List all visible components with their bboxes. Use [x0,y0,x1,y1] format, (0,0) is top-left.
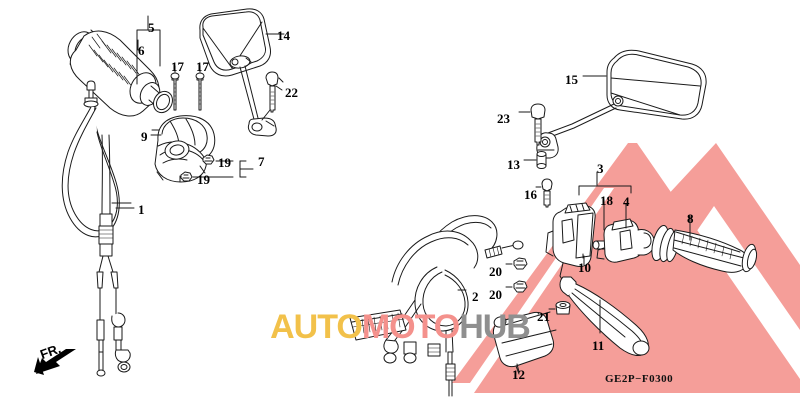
callout-number-14: 14 [277,28,290,43]
callout-number-17: 17 [171,59,184,74]
callout-number-6: 6 [138,43,145,58]
part-bolt-16 [535,178,553,208]
callout-number-8: 8 [687,211,694,226]
watermark-text: AUTOMOTOHUB [0,310,800,344]
callout-number-20: 20 [489,287,502,302]
part-wire-harness-2 [349,215,524,397]
part-mirror-right-15 [536,49,707,159]
watermark-auto: AUTO [270,308,363,346]
callout-number-3: 3 [597,161,604,176]
callout-number-11: 11 [592,338,605,353]
diagram-part-number: GE2P−F0300 [605,373,674,385]
callout-number-13: 13 [507,157,520,172]
callout-number-23: 23 [497,111,510,126]
part-nut-20-b [505,280,528,293]
callout-number-10: 10 [578,260,591,275]
callout-number-1: 1 [138,202,145,217]
callout-number-9: 9 [141,129,148,144]
callout-number-12: 12 [512,367,525,382]
part-grip-right-8 [651,221,758,273]
part-nut-19-b [180,171,193,182]
callout-number-19: 19 [197,172,210,187]
callout-number-5: 5 [148,20,155,35]
callout-number-17: 17 [196,59,209,74]
part-mirror-left-14 [199,8,277,137]
callout-number-19: 19 [218,155,231,170]
part-nut-20-a [505,257,528,270]
callout-number-4: 4 [623,194,630,209]
callout-number-16: 16 [524,187,537,202]
callout-number-2: 2 [472,289,479,304]
callout-number-7: 7 [258,154,265,169]
callout-number-20: 20 [489,264,502,279]
callout-number-21: 21 [537,309,550,324]
watermark-hub: HUB [459,308,531,346]
part-grip-assembly [67,29,173,117]
part-bolt-22 [265,71,284,113]
watermark-moto: MOTO [361,308,460,346]
front-direction-label: FR. [38,340,63,363]
part-throttle-drum-4 [596,218,655,263]
mountain-triangle-logo-icon [452,143,800,393]
callout-number-15: 15 [565,72,578,87]
callout-number-18: 18 [600,193,613,208]
part-bolt-23 [518,103,546,146]
part-nut-19-a [202,154,215,165]
callout-number-22: 22 [285,85,298,100]
part-nut-13 [523,151,547,169]
